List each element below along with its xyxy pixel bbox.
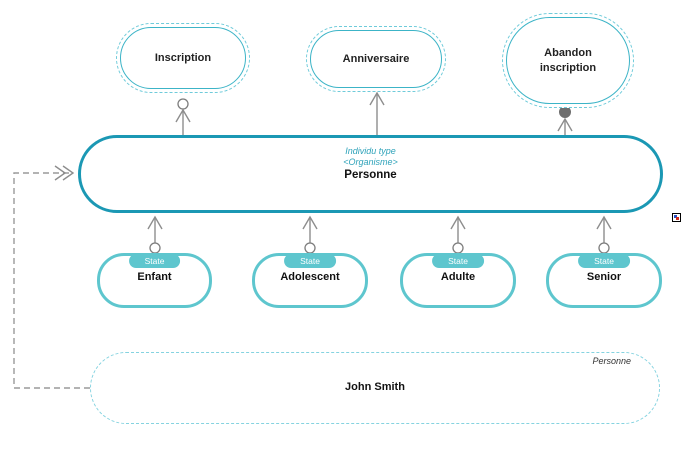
connector-personne-abandon[interactable]	[557, 106, 573, 136]
instance-name: John Smith	[345, 381, 405, 393]
instance-type-label: Personne	[592, 356, 631, 366]
connector-adulte-personne[interactable]	[450, 215, 466, 254]
state-label: Senior	[586, 271, 622, 283]
state-node-adolescent[interactable]: State Adolescent	[252, 253, 368, 308]
marker-red-dot	[676, 217, 679, 220]
connector-personne-anniversaire[interactable]	[369, 90, 385, 135]
event-node-abandon-inscription[interactable]: Abandon inscription	[502, 13, 634, 108]
state-label: Adulte	[440, 271, 476, 283]
state-node-enfant[interactable]: State Enfant	[97, 253, 212, 308]
entity-stereotype-line2: <Organisme>	[343, 157, 398, 167]
event-label: Inscription	[120, 27, 246, 89]
state-badge: State	[284, 254, 336, 268]
connector-enfant-personne[interactable]	[147, 215, 163, 254]
connector-adolescent-personne[interactable]	[302, 215, 318, 254]
state-node-adulte[interactable]: State Adulte	[400, 253, 516, 308]
entity-name: Personne	[344, 169, 397, 181]
marker-blue-dot	[674, 215, 677, 218]
entity-node-personne[interactable]: Individu type <Organisme> Personne	[78, 135, 663, 213]
event-label: Abandon inscription	[506, 17, 630, 104]
state-badge: State	[432, 254, 484, 268]
state-badge: State	[128, 254, 181, 268]
event-node-inscription[interactable]: Inscription	[116, 23, 250, 93]
connector-personne-inscription[interactable]	[175, 98, 191, 135]
entity-stereotype-line1: Individu type	[345, 146, 396, 156]
connector-senior-personne[interactable]	[596, 215, 612, 254]
state-badge: State	[578, 254, 630, 268]
event-node-anniversaire[interactable]: Anniversaire	[306, 26, 446, 92]
decoration-marker-icon[interactable]	[672, 213, 681, 222]
connector-johnsmith-personne[interactable]	[13, 165, 90, 389]
instance-node-john-smith[interactable]: Personne John Smith	[90, 352, 660, 424]
state-label: Enfant	[137, 271, 172, 283]
state-label: Adolescent	[280, 271, 340, 283]
state-node-senior[interactable]: State Senior	[546, 253, 662, 308]
event-label: Anniversaire	[310, 30, 442, 88]
